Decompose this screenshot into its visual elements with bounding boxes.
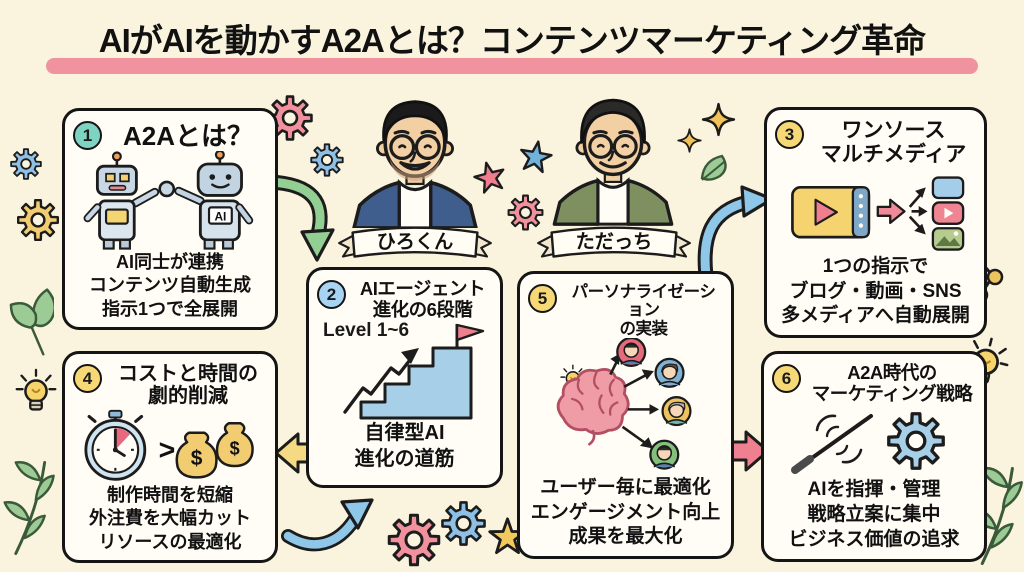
card-line: 進化の道筋 (354, 448, 455, 471)
name-ribbon-hirokun: ひろくん (338, 226, 492, 258)
arrow-card1-to-card2 (262, 174, 335, 262)
card-number-badge: 2 (317, 280, 346, 309)
card-title-line: パーソナライゼーション (571, 283, 716, 320)
card-title: A2Aとは？ (122, 121, 253, 151)
person-hirokun-avatar (352, 100, 478, 228)
card-title-line: の実装 (619, 319, 669, 338)
leaf-icon (700, 154, 727, 181)
card-number-badge: 1 (73, 121, 102, 150)
card-line: 戦略立案に集中 (807, 504, 941, 526)
dollar-sign: $ (230, 438, 240, 458)
card-cost-time-reduction: 4 コストと時間の 劇的削減 > $ $ (62, 351, 278, 563)
card-line: AIを指揮・管理 (807, 479, 941, 501)
card-line: ビジネス価値の追求 (788, 528, 960, 550)
card-line: 自律型AI (364, 422, 445, 445)
card-line: ブログ・動画・SNS (789, 280, 962, 302)
card-line: 外注費を大幅カット (89, 508, 251, 529)
card-title-line: マーケティング戦略 (811, 382, 973, 404)
gear-icon (8, 146, 44, 182)
card-line: 1つの指示で (822, 255, 929, 277)
brain-personalization-icon (556, 338, 692, 471)
gear-icon (14, 196, 62, 244)
person-tadacchi-avatar (552, 98, 674, 226)
one-source-multimedia-icon (790, 176, 964, 251)
level-label: Level 1~6 (323, 320, 410, 342)
card-title-line: ワンソース (841, 119, 946, 142)
name-ribbon-tadacchi: ただっち (537, 226, 691, 258)
card-one-source-multimedia: 3 ワンソース マルチメディア 1つ (764, 107, 987, 338)
card-line: コンテンツ自動生成 (89, 275, 251, 296)
card-line: 多メディアへ自動展開 (781, 305, 970, 327)
robot-chest-label: AI (214, 209, 226, 223)
card-line: リソースの最適化 (98, 531, 242, 552)
person-name-label: ひろくん (377, 231, 454, 253)
sparkle-icon (700, 101, 737, 138)
person-name-label: ただっち (576, 231, 653, 253)
card-title-line: A2A時代の (847, 362, 937, 383)
dollar-sign: $ (191, 447, 203, 470)
card-title-line: マルチメディア (820, 142, 967, 166)
card-line: ユーザー毎に最適化 (540, 476, 711, 498)
card-title-line: コストと時間の (118, 363, 258, 385)
greater-than-symbol: > (159, 434, 176, 466)
card-line: 指示1つで全展開 (101, 298, 238, 319)
leaves-icon (4, 282, 54, 358)
card-what-is-a2a: 1 A2Aとは？ (62, 108, 278, 330)
stairs-growth-icon (343, 324, 485, 420)
lightbulb-icon (14, 368, 58, 420)
robots-collaboration-icon: AI (83, 151, 254, 250)
card-title-line: 劇的削減 (148, 385, 228, 408)
gear-icon (384, 510, 444, 570)
card-title-line: 進化の6段階 (372, 298, 473, 320)
leaf-branch-icon (0, 458, 56, 558)
card-a2a-marketing-strategy: 6 A2A時代の マーケティング戦略 AIを指揮・管理 戦略立案に集中 ビジネス… (761, 351, 987, 562)
card-personalization: 5 パーソナライゼーション の実装 (517, 271, 734, 559)
card-line: エンゲージメント向上 (530, 501, 721, 523)
arrow-card4-to-card5 (281, 498, 374, 552)
page-title-text: AIがAIを動かすA2Aとは？コンテンツマーケティング革命 (98, 22, 926, 59)
card-line: 制作時間を短縮 (107, 484, 233, 505)
card-number-badge: 6 (772, 364, 801, 393)
card-line: 成果を最大化 (568, 526, 683, 548)
stopwatch-money-icon: > $ $ (84, 409, 254, 481)
page-title: AIがAIを動かすA2Aとは？コンテンツマーケティング革命 (0, 14, 1024, 74)
card-line: AI同士が連携 (116, 251, 224, 272)
card-title-line: AIエージェント (359, 278, 486, 299)
card-agent-evolution: 2 AIエージェント 進化の6段階 Level 1~6 自律型AI 進化の道筋 (306, 267, 503, 488)
gear-icon (438, 498, 489, 549)
title-highlight-underline (46, 58, 978, 74)
baton-gear-icon (791, 412, 945, 475)
card-number-badge: 4 (73, 364, 102, 393)
card-number-badge: 3 (775, 120, 804, 149)
card-number-badge: 5 (528, 284, 557, 313)
